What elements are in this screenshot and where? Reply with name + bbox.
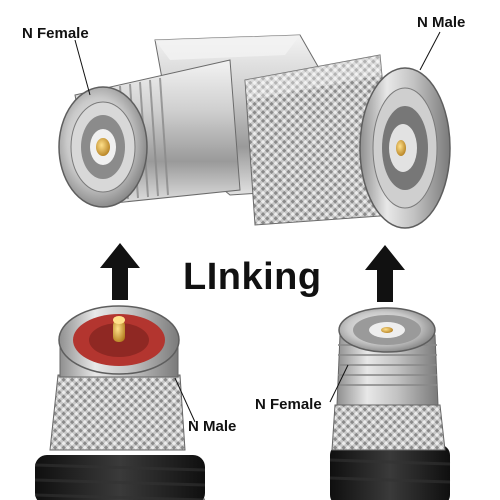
n-male-top-label: N Male (417, 14, 466, 31)
leader-line (419, 31, 441, 71)
right-angle-adapter (58, 34, 451, 229)
leader-line (329, 364, 349, 403)
leader-line (174, 377, 196, 423)
up-arrow-icon (100, 243, 140, 300)
n-male-cable-end (34, 305, 206, 500)
n-male-bottom-label: N Male (188, 418, 237, 435)
leader-line (74, 39, 91, 96)
n-female-top-label: N Female (22, 25, 89, 42)
up-arrow-icon (365, 245, 405, 302)
n-female-bottom-label: N Female (255, 396, 322, 413)
linking-title: LInking (183, 256, 322, 298)
n-female-cable-end (329, 307, 451, 500)
